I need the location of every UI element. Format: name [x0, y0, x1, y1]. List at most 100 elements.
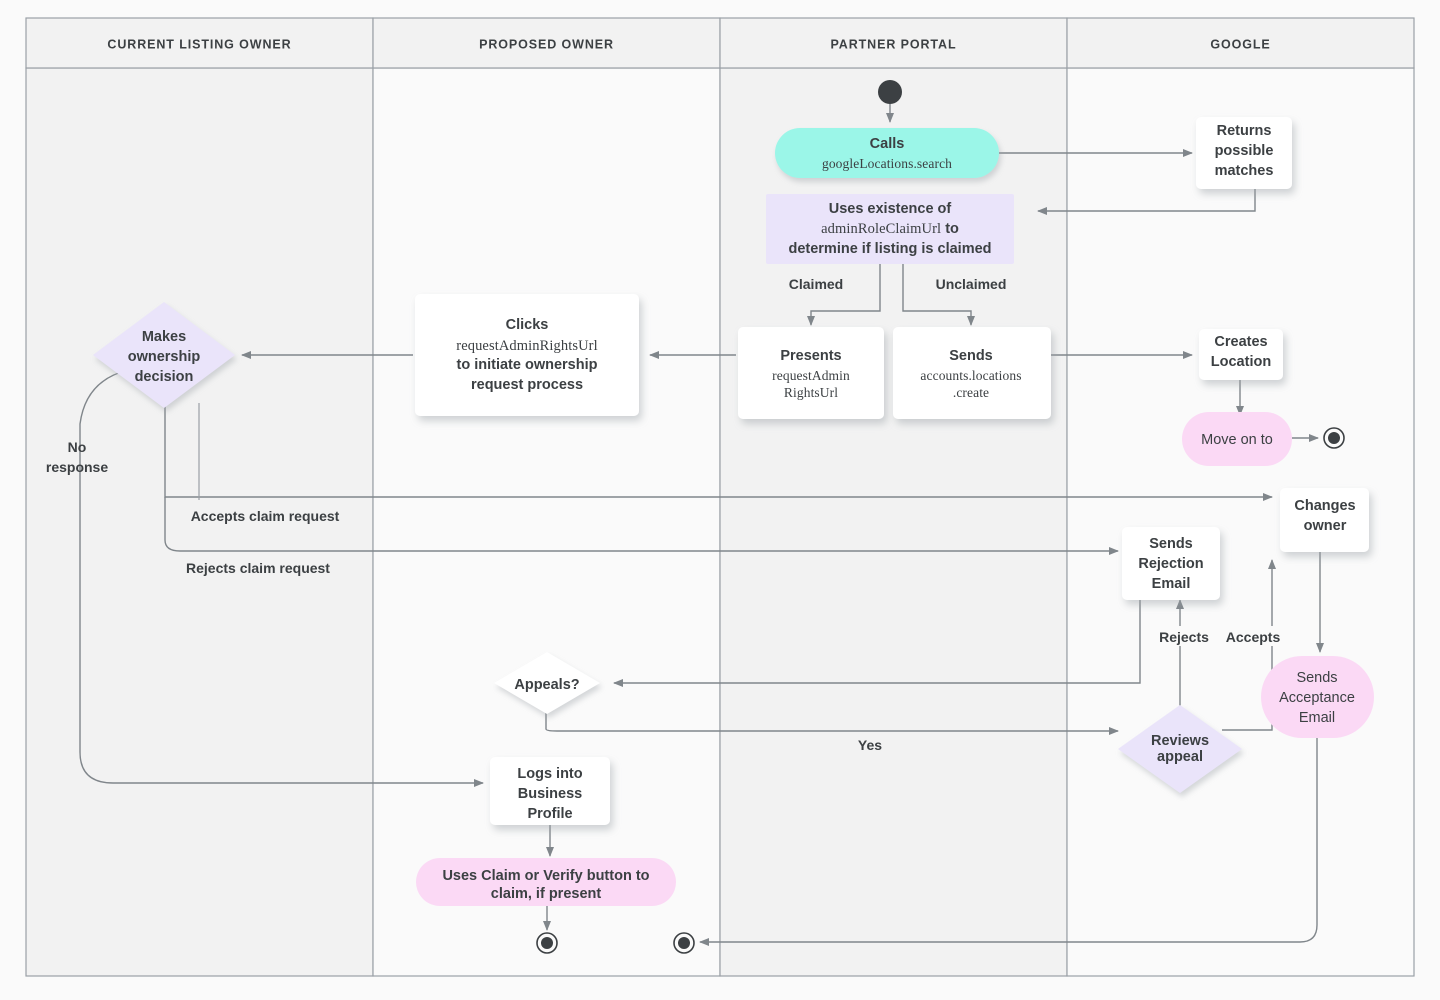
node-creates-location-line1: Creates: [1214, 334, 1267, 350]
edge-uses-claimed: [807, 264, 881, 326]
node-uses-existence-line2-tail: to: [941, 221, 959, 237]
node-makes-decision-line2: ownership: [128, 349, 201, 365]
node-creates-location-line2: Location: [1211, 354, 1271, 370]
edge-label-accepts-bg: [1219, 626, 1289, 646]
node-uses-existence-line2: adminRoleClaimUrl to: [821, 221, 959, 237]
node-reviews-appeal-line2: appeal: [1157, 749, 1203, 765]
edge-label-accepts-claim-bg: [178, 505, 352, 525]
node-uses-claim-button-line1: Uses Claim or Verify button to: [442, 868, 649, 884]
node-calls-search-line2: googleLocations.search: [822, 156, 952, 171]
edge-label-rejects: Rejects: [1159, 629, 1209, 645]
node-sends-acceptance[interactable]: Sends Acceptance Email: [1261, 656, 1374, 738]
node-sends-create-line2: accounts.locations: [920, 368, 1021, 383]
node-makes-decision[interactable]: Makes ownership decision: [93, 302, 235, 408]
node-changes-owner-line2: owner: [1304, 518, 1347, 534]
edge-label-rejects-bg: [1152, 626, 1218, 646]
swimlanes: CURRENT LISTING OWNER PROPOSED OWNER PAR…: [25, 17, 1415, 977]
edge-label-accepts-claim: Accepts claim request: [191, 508, 340, 524]
node-sends-rejection-line2: Rejection: [1138, 556, 1203, 572]
lane-title-partner-portal: PARTNER PORTAL: [830, 37, 956, 51]
node-sends-acceptance-line1: Sends: [1296, 670, 1337, 686]
edge-acceptance-to-end: [699, 733, 1318, 946]
node-returns-matches-line3: matches: [1215, 163, 1274, 179]
node-appeals-line1: Appeals?: [514, 677, 579, 693]
node-move-on-to-line1: Move on to: [1201, 432, 1273, 448]
node-creates-location[interactable]: Creates Location: [1199, 329, 1283, 380]
node-makes-decision-line1: Makes: [142, 329, 186, 345]
edge-label-unclaimed-bg: [925, 273, 1018, 293]
edge-label-claimed-bg: [779, 273, 853, 293]
node-presents-url-line1: Presents: [780, 348, 841, 364]
node-sends-create-line3: .create: [953, 385, 989, 400]
lane-header-partner-portal: [719, 17, 1068, 69]
node-presents-url-line3: RightsUrl: [784, 385, 838, 400]
node-sends-rejection[interactable]: Sends Rejection Email: [1122, 527, 1220, 600]
node-returns-matches-line1: Returns: [1217, 123, 1272, 139]
edge-labels: Claimed Unclaimed No response Accepts cl…: [46, 273, 1289, 754]
edge-label-unclaimed: Unclaimed: [936, 276, 1007, 292]
lane-header-google: [1066, 17, 1415, 69]
node-appeals[interactable]: Appeals?: [494, 652, 600, 714]
edge-decision-no-response: [79, 368, 484, 787]
edge-appeals-yes-to-reviews: [545, 712, 1119, 735]
node-uses-existence[interactable]: Uses existence of adminRoleClaimUrl to d…: [766, 194, 1014, 264]
edge-uses-unclaimed: [902, 264, 975, 326]
node-sends-create-line1: Sends: [949, 348, 993, 364]
node-presents-url[interactable]: Presents requestAdmin RightsUrl: [738, 327, 884, 419]
node-returns-matches-line2: possible: [1215, 143, 1274, 159]
edges: [79, 104, 1324, 946]
node-end-google: [1323, 427, 1345, 449]
lane-title-proposed-owner: PROPOSED OWNER: [479, 37, 614, 51]
node-sends-create[interactable]: Sends accounts.locations .create: [893, 327, 1051, 419]
node-changes-owner[interactable]: Changes owner: [1280, 488, 1369, 552]
lane-body-proposed-owner: [372, 67, 721, 977]
node-clicks-url-line3: to initiate ownership: [457, 357, 598, 373]
node-makes-decision-line3: decision: [135, 369, 194, 385]
edge-returns-to-uses: [1037, 189, 1256, 215]
lane-title-google: GOOGLE: [1210, 37, 1270, 51]
edge-label-accepts: Accepts: [1226, 629, 1281, 645]
node-end-proposed: [536, 932, 558, 954]
node-uses-existence-line2-code: adminRoleClaimUrl: [821, 221, 941, 237]
node-clicks-url-line4: request process: [471, 377, 583, 393]
node-logs-into[interactable]: Logs into Business Profile: [490, 757, 610, 825]
edge-reviews-accepts: [1222, 559, 1276, 731]
edge-decision-rejects: [164, 497, 1119, 555]
node-sends-rejection-line1: Sends: [1149, 536, 1193, 552]
node-clicks-url[interactable]: Clicks requestAdminRightsUrl to initiate…: [415, 294, 639, 416]
node-clicks-url-line2: requestAdminRightsUrl: [456, 338, 597, 354]
node-move-on-to[interactable]: Move on to: [1182, 412, 1292, 466]
node-presents-url-line2: requestAdmin: [772, 368, 850, 383]
edge-rejectionemail-to-appeals: [613, 600, 1141, 687]
edge-label-claimed: Claimed: [789, 276, 843, 292]
edge-label-no-response-line1: No: [68, 439, 87, 455]
lane-header-proposed-owner: [372, 17, 721, 69]
node-start: [878, 80, 902, 104]
node-reviews-appeal-line1: Reviews: [1151, 733, 1209, 749]
edge-label-rejects-claim-bg: [172, 557, 344, 577]
lane-title-current-listing-owner: CURRENT LISTING OWNER: [107, 37, 291, 51]
edge-label-no-response-line2: response: [46, 459, 108, 475]
node-sends-acceptance-line2: Acceptance: [1279, 690, 1355, 706]
edge-label-yes: Yes: [858, 737, 882, 753]
edge-label-rejects-claim: Rejects claim request: [186, 560, 330, 576]
node-calls-search-line1: Calls: [870, 136, 905, 152]
node-logs-into-line3: Profile: [527, 806, 572, 822]
node-logs-into-line2: Business: [518, 786, 582, 802]
edge-label-yes-bg: [852, 734, 890, 754]
node-end-partner: [673, 932, 695, 954]
node-reviews-appeal[interactable]: Reviews appeal: [1118, 705, 1242, 793]
node-logs-into-line1: Logs into: [517, 766, 582, 782]
node-returns-matches[interactable]: Returns possible matches: [1196, 117, 1292, 189]
node-uses-claim-button[interactable]: Uses Claim or Verify button to claim, if…: [416, 858, 676, 906]
lane-header-current-listing-owner: [25, 17, 374, 69]
node-calls-search[interactable]: Calls googleLocations.search: [775, 128, 999, 178]
node-clicks-url-line1: Clicks: [506, 317, 549, 333]
node-uses-claim-button-line2: claim, if present: [491, 886, 602, 902]
node-uses-existence-line3: determine if listing is claimed: [788, 241, 991, 257]
node-changes-owner-line1: Changes: [1294, 498, 1355, 514]
node-uses-existence-line1: Uses existence of: [829, 201, 952, 217]
node-sends-acceptance-line3: Email: [1299, 710, 1335, 726]
